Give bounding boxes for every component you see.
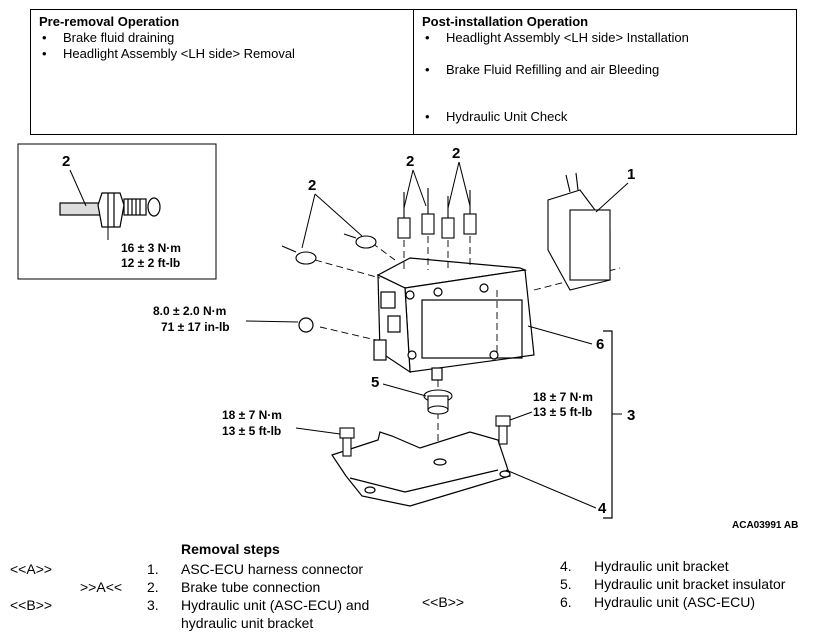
pre-removal-item: Headlight Assembly <LH side> Removal (39, 46, 405, 62)
bracket-insulator (423, 389, 453, 415)
post-installation-item: Headlight Assembly <LH side> Installatio… (422, 30, 788, 46)
callout-6: 6 (596, 336, 604, 353)
torque-nut-inlb: 71 ± 17 in-lb (161, 320, 230, 334)
post-installation-item: Hydraulic Unit Check (422, 109, 788, 125)
callout-5: 5 (371, 374, 379, 391)
step-text: ASC-ECU harness connector (181, 561, 364, 577)
torque-inset-nm: 16 ± 3 N·m (121, 241, 181, 255)
step-text-continued: hydraulic unit bracket (181, 615, 314, 631)
step-text: Brake tube connection (181, 579, 321, 595)
torque-inset-ftlb: 12 ± 2 ft-lb (121, 256, 180, 270)
pre-removal-item: Brake fluid draining (39, 30, 405, 46)
callout-3: 3 (627, 407, 635, 424)
figure-code: ACA03991 AB (732, 520, 798, 531)
callout-2-top-left: 2 (406, 153, 414, 170)
group-bracket (603, 330, 613, 519)
mounting-bolt-left (339, 427, 355, 457)
hydraulic-unit (373, 257, 535, 381)
callout-2-inset: 2 (62, 153, 70, 170)
step-mark: >>A<< (80, 579, 123, 595)
step-number: 2. (147, 579, 159, 595)
post-installation-heading: Post-installation Operation (422, 14, 589, 29)
removal-steps-heading: Removal steps (181, 541, 280, 557)
step-number: 5. (560, 576, 572, 592)
mounting-bolt-right (495, 415, 511, 445)
torque-bolt-left-ftlb: 13 ± 5 ft-lb (222, 424, 281, 438)
step-mark: <<B>> (422, 594, 465, 610)
callout-2-left: 2 (308, 177, 316, 194)
step-number: 6. (560, 594, 572, 610)
pre-removal-heading: Pre-removal Operation (39, 14, 180, 29)
step-text: Hydraulic unit (ASC-ECU) and (181, 597, 370, 613)
exploded-diagram: 2 16 ± 3 N·m 12 ± 2 ft-lb (17, 143, 798, 531)
torque-bolt-left-nm: 18 ± 7 N·m (222, 408, 282, 422)
torque-nut-nm: 8.0 ± 2.0 N·m (153, 304, 226, 318)
torque-bolt-right-ftlb: 13 ± 5 ft-lb (533, 405, 592, 419)
post-installation-item: Brake Fluid Refilling and air Bleeding (422, 62, 788, 78)
step-number: 4. (560, 558, 572, 574)
torque-bolt-right-nm: 18 ± 7 N·m (533, 390, 593, 404)
post-installation-column: Post-installation Operation Headlight As… (414, 10, 796, 134)
operation-table: Pre-removal Operation Brake fluid draini… (30, 9, 797, 135)
step-mark: <<B>> (10, 597, 53, 613)
hydraulic-unit-bracket (331, 431, 511, 507)
step-text: Hydraulic unit (ASC-ECU) (594, 594, 756, 610)
callout-4: 4 (598, 500, 607, 517)
step-mark: <<A>> (10, 561, 53, 577)
step-text: Hydraulic unit bracket (594, 558, 729, 574)
step-text: Hydraulic unit bracket insulator (594, 576, 786, 592)
mounting-nut (298, 317, 314, 333)
brake-tube-fittings (281, 188, 477, 265)
step-number: 1. (147, 561, 159, 577)
pre-removal-column: Pre-removal Operation Brake fluid draini… (31, 10, 414, 134)
step-number: 3. (147, 597, 159, 613)
callout-1: 1 (627, 166, 635, 183)
harness-connector (547, 172, 611, 291)
callout-2-top-right: 2 (452, 145, 460, 162)
flare-nut-detail (59, 192, 161, 228)
